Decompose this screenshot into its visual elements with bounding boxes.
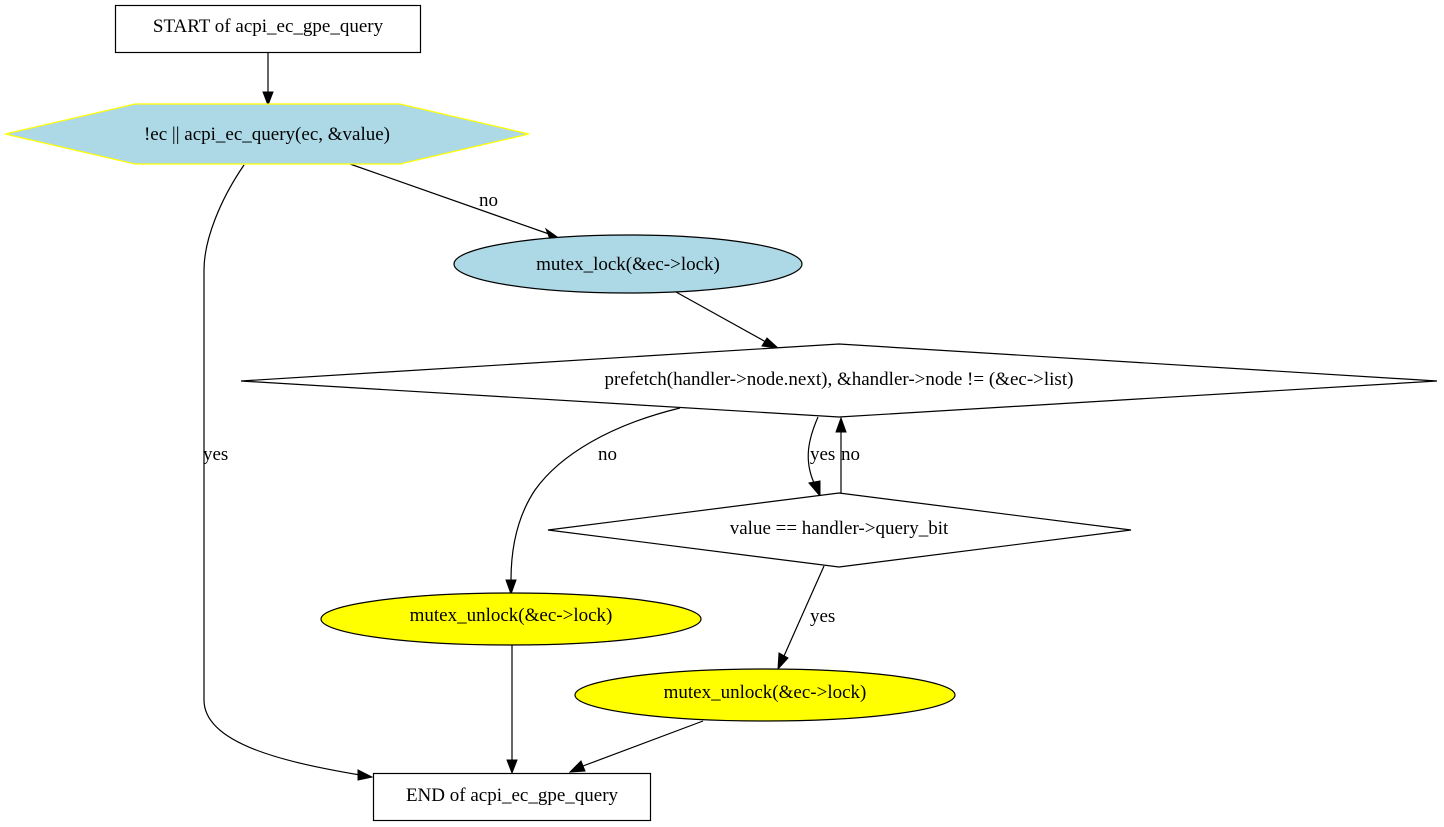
value-check-node: value == handler->query_bit xyxy=(547,492,1132,568)
edge-lock-to-loop xyxy=(675,291,780,349)
start-node-box xyxy=(114,4,422,54)
mutex-lock-node: mutex_lock(&ec->lock) xyxy=(453,234,803,294)
edge-label-condition-no: no xyxy=(479,190,498,211)
loop-condition-diamond xyxy=(240,343,1438,418)
end-node: END of acpi_ec_gpe_query xyxy=(372,772,652,822)
loop-condition-node: prefetch(handler->node.next), &handler->… xyxy=(240,343,1438,418)
condition-query-hexagon xyxy=(4,103,530,165)
edge-value-yes: yes xyxy=(777,565,835,671)
edge-label-value-yes: yes xyxy=(810,606,835,627)
mutex-unlock-left-node: mutex_unlock(&ec->lock) xyxy=(320,592,702,646)
value-check-diamond xyxy=(547,492,1132,568)
condition-query-node: !ec || acpi_ec_query(ec, &value) xyxy=(4,103,530,165)
mutex-unlock-left-label: mutex_unlock(&ec->lock) xyxy=(410,605,613,626)
edge-condition-yes: yes xyxy=(203,164,374,781)
edge-loop-yes: yes xyxy=(807,416,835,498)
mutex-lock-label: mutex_lock(&ec->lock) xyxy=(536,254,720,275)
mutex-unlock-right-label: mutex_unlock(&ec->lock) xyxy=(664,682,867,703)
edge-label-loop-yes: yes xyxy=(810,444,835,465)
edge-condition-no: no xyxy=(349,163,562,240)
edge-start-to-condition xyxy=(262,53,274,107)
end-node-label: END of acpi_ec_gpe_query xyxy=(406,785,619,806)
edge-value-no: no xyxy=(835,416,860,493)
loop-condition-label: prefetch(handler->node.next), &handler->… xyxy=(605,369,1074,390)
start-node: START of acpi_ec_gpe_query xyxy=(114,4,422,54)
mutex-unlock-right-ellipse xyxy=(574,668,956,722)
start-node-label: START of acpi_ec_gpe_query xyxy=(153,16,384,37)
edge-unlock-right-to-end xyxy=(568,720,704,773)
end-node-box xyxy=(372,772,652,822)
mutex-lock-ellipse xyxy=(453,234,803,294)
value-check-label: value == handler->query_bit xyxy=(730,518,949,539)
mutex-unlock-left-ellipse xyxy=(320,592,702,646)
edge-label-condition-yes: yes xyxy=(203,444,228,465)
edge-loop-no: no xyxy=(505,407,681,596)
mutex-unlock-right-node: mutex_unlock(&ec->lock) xyxy=(574,668,956,722)
edge-unlock-left-to-end xyxy=(506,645,518,775)
edge-label-loop-no: no xyxy=(598,444,617,465)
edge-label-value-no: no xyxy=(841,444,860,465)
condition-query-label: !ec || acpi_ec_query(ec, &value) xyxy=(144,124,390,145)
